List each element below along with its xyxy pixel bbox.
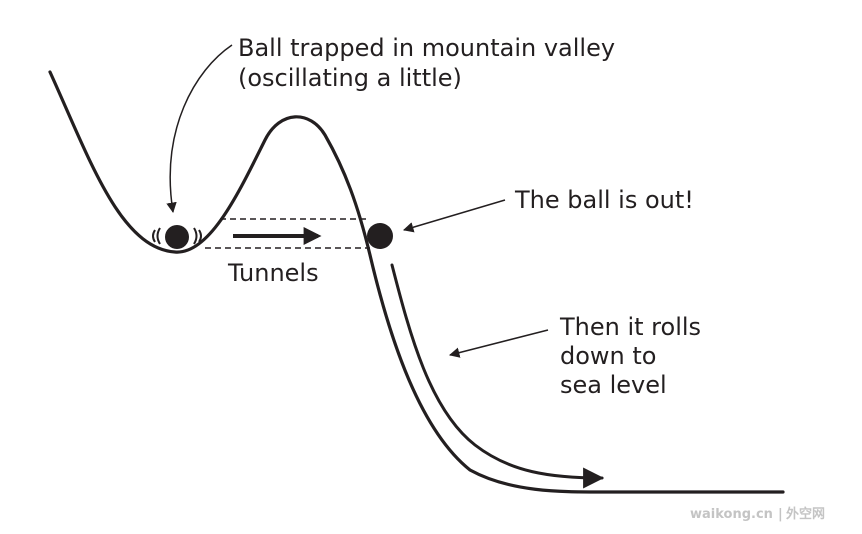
watermark-brand: 外空网 [785,506,825,522]
oscillation-marks-right [193,227,202,245]
watermark-separator: | [778,507,783,522]
watermark-site: waikong.cn [690,507,773,522]
tunnels-label: Tunnels [227,259,319,287]
trapped-label-line1: Ball trapped in mountain valley [238,34,615,62]
roll-path-arrow [390,263,605,489]
oscillation-marks-left [152,227,161,245]
ball-out-pointer-arrow [402,199,506,233]
rolls-label-line3: sea level [560,371,667,399]
rolls-label-line1: Then it rolls [559,313,701,341]
trapped-ball [165,225,189,249]
terrain-curve [48,70,785,494]
rolls-label-line2: down to [560,342,656,370]
ball-out-label: The ball is out! [514,186,694,214]
trapped-pointer-arrow [166,44,233,214]
rolls-pointer-arrow [448,329,549,358]
escaped-ball [367,223,393,249]
trapped-label-line2: (oscillating a little) [238,64,462,92]
